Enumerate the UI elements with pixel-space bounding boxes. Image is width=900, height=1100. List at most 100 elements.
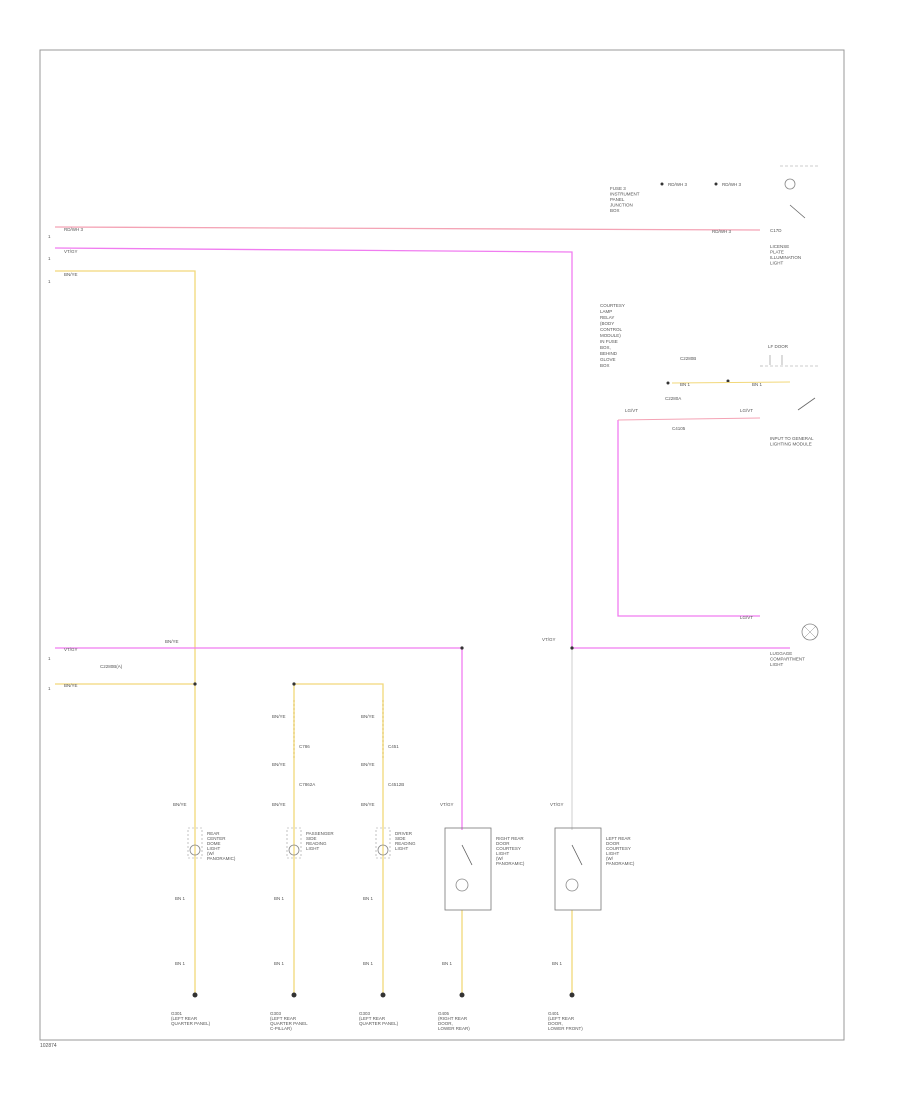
figure-id: 102874: [40, 1043, 57, 1049]
ground-icon: [380, 992, 386, 998]
junction-label: C4105: [672, 426, 686, 431]
connector-a: C2280B: [680, 356, 696, 361]
left-label-red: RD/WH 3: [64, 227, 83, 232]
yellow-wire-left: [55, 270, 196, 995]
left-label-violet: VT/GY: [64, 249, 78, 254]
lamp-icon: [288, 844, 300, 856]
wire-label: RD/WH 3: [722, 182, 741, 187]
wire-a: BN 1: [680, 382, 691, 387]
junction-dot: [460, 646, 464, 650]
connector-b: C2280A: [665, 396, 681, 401]
junction-dot: [193, 682, 197, 686]
connector-left-label: C2280B(A): [100, 664, 123, 669]
wire-label-mid: BN 1: [175, 896, 186, 901]
lamp-icon: [455, 878, 469, 892]
connector-label: C7862A: [299, 782, 315, 787]
switch-contact: [461, 844, 473, 866]
wire-label-conn-mid: BN/YE: [272, 762, 286, 767]
red-wire-module: [617, 417, 761, 421]
lamp-wire: LG/VT: [740, 615, 753, 620]
left-label-yellow-2: BN/YE: [64, 683, 78, 688]
lamp-icon: [189, 844, 201, 856]
ground-icon: [459, 992, 465, 998]
wire-label-bottom: BN 1: [442, 961, 453, 966]
violet-wire-mid: [55, 647, 463, 830]
terminal-mark: 1: [48, 686, 51, 691]
connector-pin: [666, 381, 670, 385]
left-label-yellow: BN/YE: [64, 272, 78, 277]
wire-label-top: BN/YE: [272, 802, 286, 807]
wire-label-conn-mid: BN/YE: [361, 762, 375, 767]
mid-label-bnye: BN/YE: [165, 639, 179, 644]
wire-label-bottom: BN 1: [274, 961, 285, 966]
yellow-wire-reading: [293, 683, 384, 995]
red-wire-top: [54, 226, 761, 231]
terminal-mark: 1: [48, 656, 51, 661]
violet-wire-module-loop: [617, 420, 760, 617]
terminal-mark: 1: [48, 234, 51, 239]
wire-c: LG/VT: [625, 408, 638, 413]
wire-label-top: BN/YE: [361, 802, 375, 807]
wire-d: LG/VT: [740, 408, 753, 413]
lamp-icon: [801, 623, 819, 641]
lamp-housing: [375, 827, 391, 859]
wire-label-bottom: BN 1: [175, 961, 186, 966]
lamp-housing: [187, 827, 203, 859]
switch-contact: [789, 204, 806, 219]
switch-contact: [797, 397, 816, 411]
wire-label-top: BN/YE: [173, 802, 187, 807]
door-switch-box: [444, 827, 492, 911]
lamp-cross: [803, 625, 817, 639]
switch-lamp-icon: [784, 178, 796, 190]
junction-dot: [570, 646, 574, 650]
connector-pin: [726, 379, 730, 383]
ground-icon: [291, 992, 297, 998]
wire-label-bottom: BN 1: [552, 961, 563, 966]
wire-label-mid: BN 1: [363, 896, 374, 901]
connector-pin: [714, 182, 718, 186]
mid-label-vtgy-right: VT/GY: [542, 637, 556, 642]
lamp-icon: [565, 878, 579, 892]
diagram-frame: [39, 49, 845, 1041]
door-switch-box: [554, 827, 602, 911]
left-label-violet-2: VT/GY: [64, 647, 78, 652]
connector-label: C17D: [770, 228, 782, 233]
lamp-housing: [286, 827, 302, 859]
lamp-icon: [377, 844, 389, 856]
wire-label-mid: BN 1: [274, 896, 285, 901]
wire-b: BN 1: [752, 382, 763, 387]
wire-label-bottom: BN 1: [363, 961, 374, 966]
wire-label-conn-top: BN/YE: [361, 714, 375, 719]
ground-icon: [192, 992, 198, 998]
wire-label-top: VT/GY: [550, 802, 564, 807]
connector-label: C4512B: [388, 782, 404, 787]
ground-icon: [569, 992, 575, 998]
terminal-mark: 1: [48, 256, 51, 261]
connector-label: C786: [299, 744, 310, 749]
wire-label: RD/WH 3: [668, 182, 687, 187]
switch-contact: [571, 844, 583, 866]
